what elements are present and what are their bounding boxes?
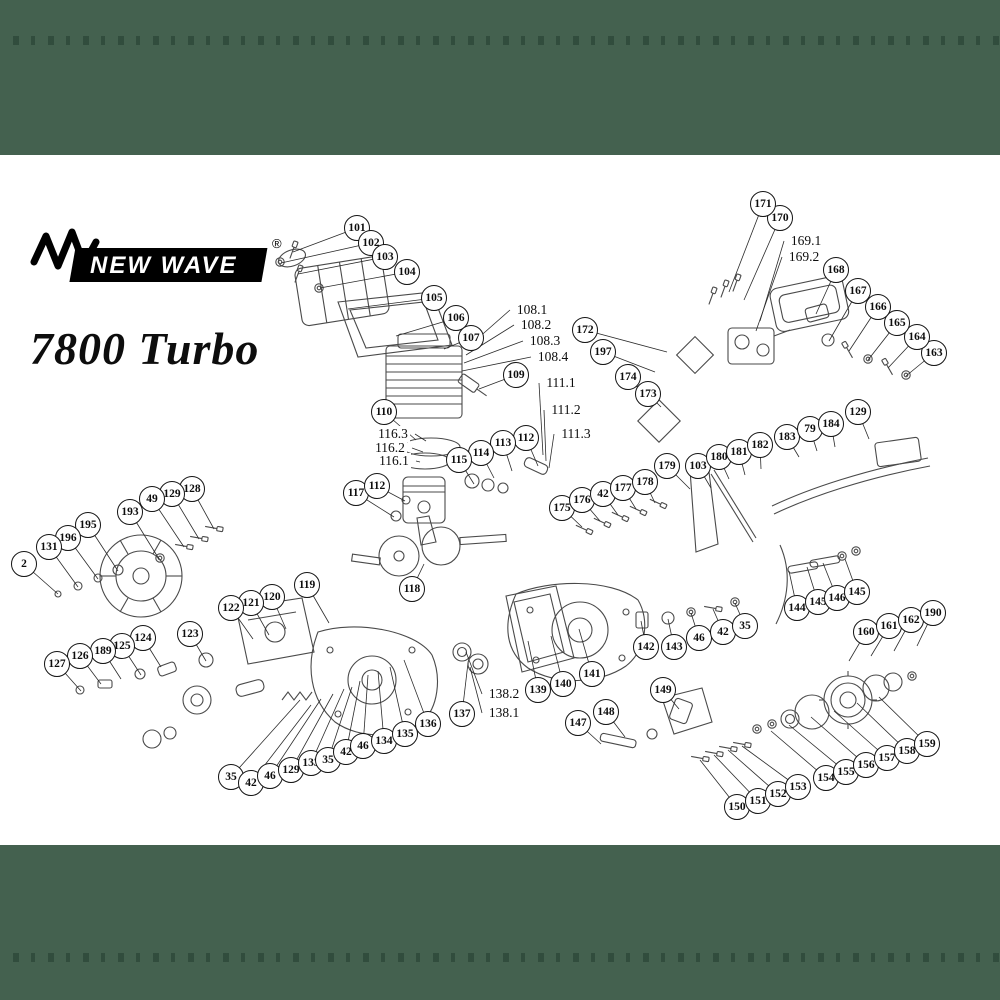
bar-studs-drawing bbox=[787, 546, 861, 574]
muffler-drawing bbox=[275, 240, 390, 327]
handle-bracket-drawing bbox=[771, 436, 931, 515]
brand-logo: NEW WAVE ® bbox=[28, 222, 288, 294]
right-crankcase-drawing bbox=[507, 582, 740, 682]
muffler-plate-drawing bbox=[337, 291, 453, 358]
spark-plug-drawing bbox=[457, 373, 487, 397]
brake-handle-drawing bbox=[599, 687, 752, 763]
registered-mark: ® bbox=[272, 236, 282, 251]
model-title: 7800 Turbo bbox=[30, 323, 260, 374]
cylinder-drawing bbox=[385, 333, 463, 419]
top-border-band bbox=[0, 0, 1000, 155]
brand-name: NEW WAVE bbox=[90, 252, 238, 279]
bottom-border-band bbox=[0, 845, 1000, 1000]
intake-spacer-drawing bbox=[637, 335, 715, 443]
logo-banner bbox=[69, 248, 268, 282]
carburetor-drawing bbox=[727, 303, 830, 365]
crankcase-gasket-drawing bbox=[505, 585, 575, 673]
oil-pump-drawing bbox=[75, 652, 265, 749]
clutch-assembly-drawing bbox=[752, 671, 917, 734]
flywheel-drawing bbox=[54, 523, 224, 618]
air-filter-drawing bbox=[706, 273, 911, 380]
piston-drawing bbox=[390, 457, 549, 524]
